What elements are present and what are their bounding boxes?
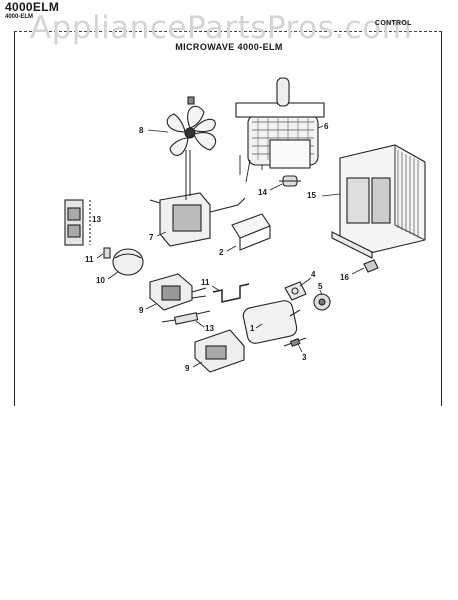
- transformer-part: [331, 144, 426, 259]
- callout-8: 8: [139, 126, 144, 135]
- callout-5: 5: [318, 282, 323, 291]
- fan-blade-part: [166, 96, 217, 156]
- capacitor-part: [242, 300, 301, 344]
- callout-6: 6: [324, 122, 329, 131]
- switch-part-lower: [194, 329, 245, 373]
- thermal-switch-part: [279, 175, 301, 187]
- diagram-frame: [14, 31, 442, 406]
- callout-9-lower: 9: [185, 364, 190, 373]
- light-socket-part: [313, 293, 331, 311]
- callout-labels: 8 6 15 14 7 2 13 11 10 9 11 13 1 3 4 5 1…: [85, 122, 349, 373]
- callout-13: 13: [205, 324, 214, 333]
- callout-12: 11: [201, 278, 210, 287]
- model-sub-label: 4000-ELM: [5, 14, 34, 20]
- callout-16: 15: [307, 191, 316, 200]
- callout-15: 14: [258, 188, 267, 197]
- callout-9-upper: 9: [139, 306, 144, 315]
- model-number: 4000ELM: [5, 0, 60, 14]
- interlock-switch-part: [64, 199, 91, 246]
- callout-11: 11: [85, 255, 94, 264]
- diode-part-3: [283, 337, 307, 347]
- switch-part-upper: [149, 273, 207, 311]
- magnetron-part: [235, 77, 325, 183]
- callout-4: 4: [311, 270, 316, 279]
- terminal-part: [363, 259, 379, 273]
- bracket-part-12: [212, 283, 250, 303]
- diode-part: [161, 310, 211, 325]
- callout-10: 10: [96, 276, 105, 285]
- fan-motor-part: [149, 150, 246, 247]
- section-label: CONTROL: [375, 20, 412, 27]
- fuse-holder-part: [284, 281, 307, 301]
- callout-17: 16: [340, 273, 349, 282]
- fuse-part: [103, 247, 111, 259]
- bracket-part: [231, 213, 271, 251]
- watermark: AppliancePartsPros.com: [30, 10, 413, 46]
- light-cover-part: [112, 248, 144, 276]
- callout-7: 7: [149, 233, 154, 242]
- diagram-title: MICROWAVE 4000-ELM: [175, 42, 283, 52]
- callout-2: 2: [219, 248, 224, 257]
- callout-14: 13: [92, 215, 101, 224]
- callout-1: 1: [250, 324, 255, 333]
- callout-3: 3: [302, 353, 307, 362]
